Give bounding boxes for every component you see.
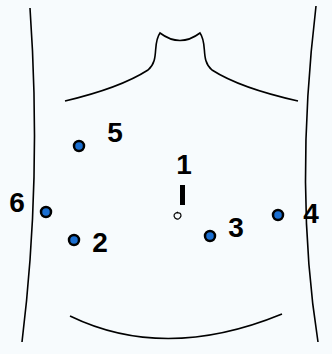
pelvis-outline — [70, 314, 282, 339]
port-dot — [69, 235, 79, 245]
callout-number: 5 — [107, 119, 123, 147]
port-dot — [74, 141, 84, 151]
callout-number: 3 — [228, 214, 244, 242]
port-dot — [41, 207, 51, 217]
left-flank-outline — [22, 8, 35, 342]
incision-mark — [180, 185, 185, 205]
umbilicus-symbol — [174, 212, 181, 219]
callout-number: 1 — [176, 151, 192, 179]
callout-number: 6 — [9, 189, 25, 217]
right-flank-outline — [305, 6, 318, 342]
port-dot — [273, 210, 283, 220]
callout-number: 4 — [303, 200, 319, 228]
port-dot — [205, 231, 215, 241]
chest-outline — [65, 33, 298, 101]
callout-number: 2 — [92, 229, 108, 257]
